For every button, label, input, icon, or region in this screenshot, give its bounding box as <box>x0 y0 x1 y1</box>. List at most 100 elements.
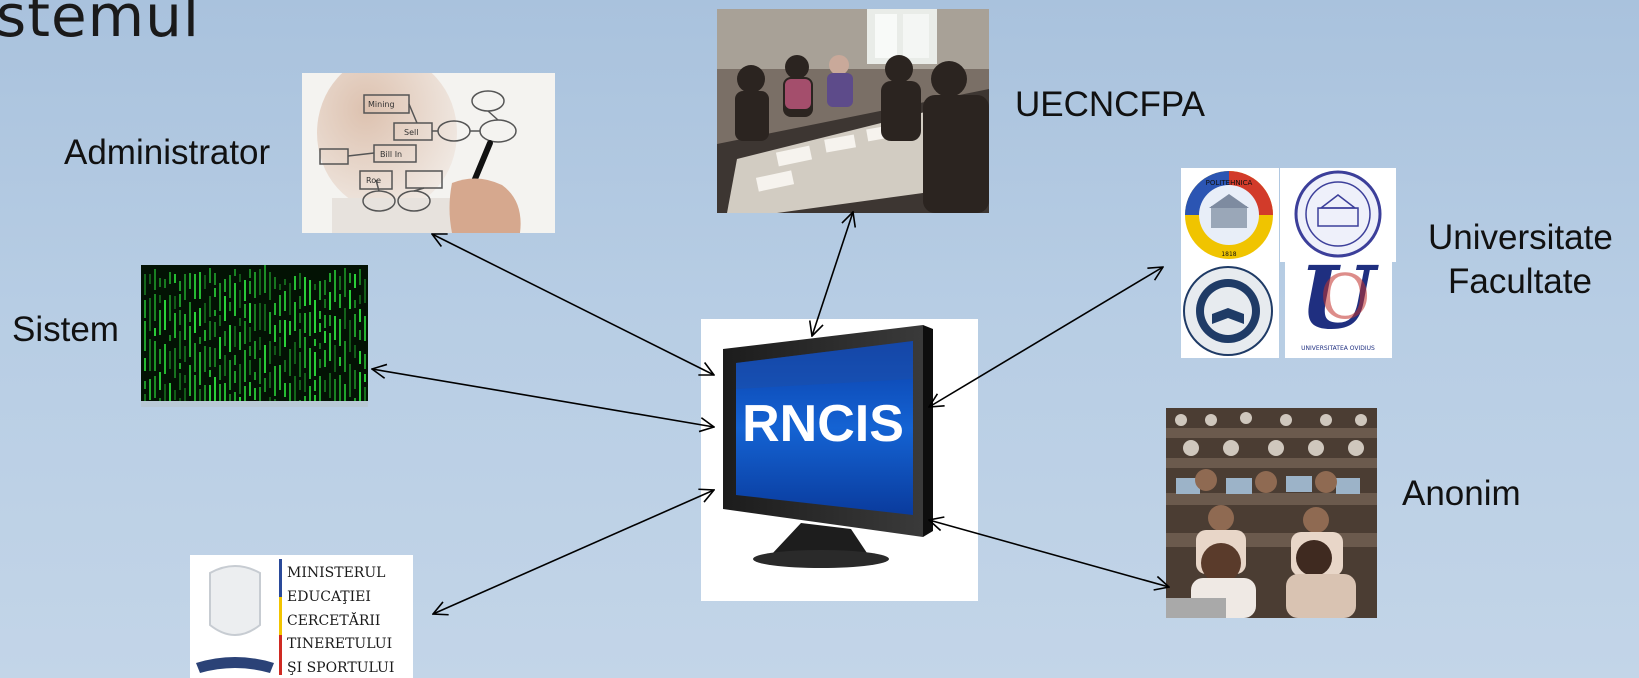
matrix-code-streak <box>219 365 221 380</box>
ministry-line-3: CERCETĂRII <box>287 611 380 629</box>
matrix-code-streak <box>259 269 261 295</box>
matrix-code-streak <box>184 375 186 383</box>
matrix-code-streak <box>174 348 176 378</box>
matrix-code-streak <box>239 318 241 326</box>
matrix-code-streak <box>304 313 306 333</box>
matrix-code-streak <box>354 274 356 288</box>
matrix-code-streak <box>284 383 286 397</box>
matrix-code-streak <box>174 296 176 309</box>
matrix-code-streak <box>319 376 321 407</box>
matrix-code-streak <box>354 314 356 337</box>
matrix-code-streak <box>299 313 301 323</box>
matrix-code-streak <box>349 273 351 283</box>
matrix-code-streak <box>259 387 261 406</box>
matrix-code-streak <box>184 346 186 362</box>
matrix-code-streak <box>169 351 171 369</box>
label-uecncfpa: UECNCFPA <box>1015 85 1205 124</box>
matrix-code-streak <box>254 372 256 380</box>
matrix-code-streak <box>314 352 316 376</box>
matrix-code-streak <box>169 335 171 341</box>
matrix-code-streak <box>294 302 296 331</box>
matrix-code-streak <box>179 281 181 291</box>
matrix-code-streak <box>259 337 261 350</box>
matrix-code-streak <box>149 339 151 371</box>
matrix-code-streak <box>289 283 291 315</box>
matrix-code-streak <box>339 276 341 290</box>
matrix-code-streak <box>224 279 226 292</box>
matrix-code-streak <box>219 315 221 326</box>
matrix-code-streak <box>319 281 321 300</box>
matrix-code-streak <box>279 365 281 390</box>
matrix-code-streak <box>329 273 331 282</box>
matrix-code-streak <box>149 274 151 284</box>
matrix-code-streak <box>209 385 211 406</box>
matrix-code-streak <box>194 274 196 299</box>
rncis-label: RNCIS <box>742 395 904 453</box>
matrix-code-streak <box>179 373 181 390</box>
label-universitate: Universitate <box>1428 218 1613 257</box>
matrix-code-streak <box>279 337 281 356</box>
matrix-code-streak <box>329 315 331 326</box>
matrix-code-streak <box>159 295 161 303</box>
uecncfpa-meeting-image <box>717 9 989 213</box>
matrix-code-streak <box>284 320 286 347</box>
matrix-code-streak <box>254 304 256 331</box>
matrix-code-streak <box>339 294 341 308</box>
matrix-code-streak <box>209 296 211 317</box>
matrix-code-streak <box>164 279 166 288</box>
sketch-word-4: Roe <box>366 176 381 185</box>
matrix-code-streak <box>294 376 296 407</box>
matrix-code-streak <box>214 322 216 337</box>
ovidius-university-logo-icon: U O UNIVERSITATEA OVIDIUS <box>1300 248 1380 352</box>
matrix-code-streak <box>199 272 201 299</box>
matrix-code-streak <box>284 279 286 285</box>
matrix-code-streak <box>269 372 271 388</box>
matrix-code-streak <box>214 377 216 407</box>
matrix-code-streak <box>144 300 146 318</box>
matrix-status-bar <box>141 401 368 407</box>
matrix-code-streak <box>359 351 361 364</box>
matrix-code-streak <box>199 308 201 326</box>
matrix-code-streak <box>209 347 211 367</box>
matrix-code-streak <box>364 279 366 303</box>
matrix-code-streak <box>334 270 336 302</box>
university-logos: POLITEHNICA 1818 U O UNIVERSITATEA OVIDI… <box>1181 168 1396 360</box>
matrix-code-streak <box>244 280 246 301</box>
matrix-code-streak <box>229 325 231 352</box>
matrix-code-streak <box>274 303 276 315</box>
matrix-code-streak <box>169 295 171 321</box>
matrix-code-streak <box>344 384 346 401</box>
matrix-code-streak <box>329 292 331 310</box>
matrix-code-streak <box>234 355 236 365</box>
ministry-line-1: MINISTERUL <box>287 565 385 581</box>
matrix-code-streak <box>324 315 326 328</box>
matrix-code-streak <box>214 348 216 367</box>
matrix-code-streak <box>144 321 146 351</box>
matrix-code-streak <box>319 323 321 332</box>
matrix-code-streak <box>284 360 286 372</box>
politehnica-seal-name: POLITEHNICA <box>1206 179 1253 187</box>
matrix-code-streak <box>219 337 221 359</box>
matrix-code-streak <box>224 355 226 376</box>
matrix-code-streak <box>284 291 286 311</box>
matrix-code-streak <box>174 390 176 400</box>
matrix-code-streak <box>154 341 156 371</box>
matrix-code-streak <box>309 280 311 305</box>
matrix-code-streak <box>264 265 266 293</box>
matrix-code-streak <box>264 304 266 331</box>
ministry-coat-of-arms-icon <box>196 565 274 673</box>
matrix-code-streak <box>229 394 231 407</box>
matrix-code-streak <box>179 363 181 369</box>
matrix-code-streak <box>324 350 326 367</box>
politehnica-seal-icon: POLITEHNICA 1818 <box>1185 171 1273 259</box>
matrix-code-streak <box>334 379 336 401</box>
matrix-code-streak <box>294 276 296 290</box>
matrix-code-streak <box>149 379 151 400</box>
arrow-anonim-rncis <box>929 520 1169 587</box>
matrix-code-streak <box>354 300 356 308</box>
matrix-code-streak <box>189 365 191 396</box>
sketch-word-2: Sell <box>404 128 418 137</box>
matrix-code-streak <box>174 274 176 283</box>
matrix-code-streak <box>214 310 216 316</box>
matrix-code-streak <box>319 311 321 319</box>
